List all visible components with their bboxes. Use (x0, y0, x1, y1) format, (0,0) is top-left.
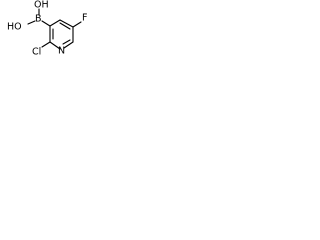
bond-c1-boron (41, 20, 51, 27)
chemical-structure: OH HO B F Cl N (7, 0, 87, 58)
bond-c5-chlorine (41, 41, 51, 48)
atom-oh-top: OH (34, 0, 49, 11)
bond-c1-c2 (49, 19, 61, 27)
bond-c2-c3-double (59, 22, 71, 30)
bond-boron-oh-bottom (27, 20, 36, 25)
atom-fluorine: F (82, 13, 87, 24)
atom-nitrogen: N (58, 46, 65, 57)
bond-n-c5 (49, 41, 61, 50)
bond-c2-c3 (59, 19, 74, 28)
atom-chlorine: Cl (32, 47, 41, 58)
atom-boron: B (35, 14, 42, 25)
bond-c4-n (63, 41, 74, 49)
bond-c4-n-double (62, 39, 71, 45)
atom-oh-bottom: HO (7, 22, 22, 33)
bond-c3-fluorine (72, 21, 82, 28)
